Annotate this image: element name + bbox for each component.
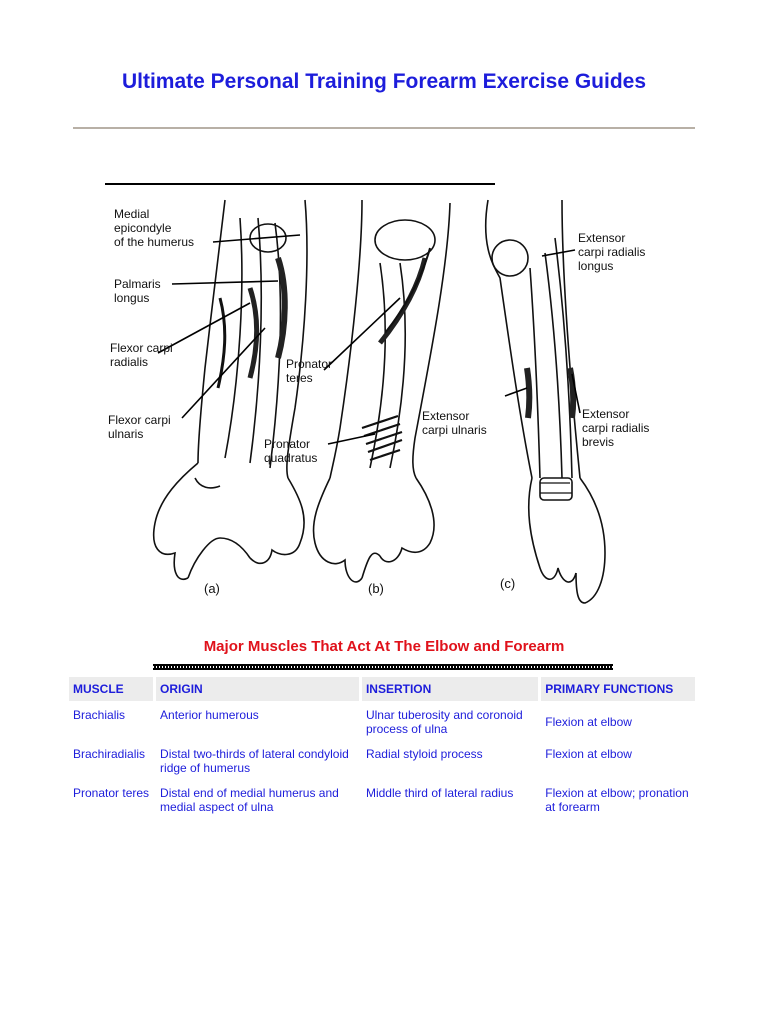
- header-primary-functions: PRIMARY FUNCTIONS: [541, 677, 695, 701]
- forearm-anatomy-svg: Medial epicondyle of the humerus Palmari…: [105, 183, 649, 604]
- label-ecr-brevis-1: Extensor: [582, 407, 629, 421]
- cell-functions: Flexion at elbow; pronation at forearm: [545, 786, 689, 814]
- cell-muscle: Pronator teres: [73, 786, 150, 800]
- dotted-divider: [153, 664, 613, 670]
- table-row: Brachialis Anterior humerous Ulnar tuber…: [69, 704, 695, 740]
- label-ecr-longus-3: longus: [578, 259, 613, 273]
- label-extensor-carpi-ulnaris-2: carpi ulnaris: [422, 423, 487, 437]
- panel-label-c: (c): [500, 576, 515, 591]
- section-subtitle: Major Muscles That Act At The Elbow and …: [203, 638, 565, 655]
- cell-muscle: Brachialis: [73, 708, 126, 722]
- label-flexor-carpi-ulnaris-1: Flexor carpi: [108, 413, 171, 427]
- arm-a-drawing: [153, 199, 308, 580]
- cell-origin: Distal two-thirds of lateral condyloid r…: [160, 747, 349, 775]
- panel-label-a: (a): [204, 581, 220, 596]
- header-muscle: MUSCLE: [69, 677, 154, 701]
- label-pronator-teres-2: teres: [286, 371, 313, 385]
- header-insertion: INSERTION: [361, 677, 539, 701]
- arm-b-drawing: [312, 199, 451, 583]
- label-palmaris-longus-1: Palmaris: [114, 277, 161, 291]
- table-row: Brachiradialis Distal two-thirds of late…: [69, 743, 695, 779]
- label-pronator-quadratus-1: Pronator: [264, 437, 310, 451]
- page-title: Ultimate Personal Training Forearm Exerc…: [121, 70, 647, 93]
- cell-insertion: Ulnar tuberosity and coronoid process of…: [365, 708, 523, 736]
- label-medial-epicondyle-1: Medial: [114, 207, 149, 221]
- label-flexor-carpi-radialis-2: radialis: [110, 355, 148, 369]
- panel-label-b: (b): [368, 581, 384, 596]
- cell-insertion: Radial styloid process: [365, 747, 483, 761]
- label-ecr-longus-1: Extensor: [578, 231, 625, 245]
- label-palmaris-longus-2: longus: [114, 291, 149, 305]
- label-pronator-quadratus-2: quadratus: [264, 451, 317, 465]
- label-pronator-teres-1: Pronator: [286, 357, 332, 371]
- cell-insertion: Middle third of lateral radius: [365, 786, 514, 800]
- label-medial-epicondyle-2: epicondyle: [114, 221, 172, 235]
- cell-functions: Flexion at elbow: [545, 747, 632, 761]
- horizontal-divider: [73, 127, 695, 129]
- cell-origin: Distal end of medial humerus and medial …: [160, 786, 339, 814]
- forearm-anatomy-illustration: Medial epicondyle of the humerus Palmari…: [100, 178, 665, 608]
- label-ecr-brevis-3: brevis: [582, 435, 614, 449]
- label-medial-epicondyle-3: of the humerus: [114, 235, 194, 249]
- arm-c-drawing: [484, 199, 606, 604]
- muscles-table: MUSCLE ORIGIN INSERTION PRIMARY FUNCTION…: [66, 674, 698, 821]
- table-row: Pronator teres Distal end of medial hume…: [69, 782, 695, 818]
- header-origin: ORIGIN: [156, 677, 359, 701]
- label-ecr-brevis-2: carpi radialis: [582, 421, 649, 435]
- label-flexor-carpi-radialis-1: Flexor carpi: [110, 341, 173, 355]
- label-flexor-carpi-ulnaris-2: ulnaris: [108, 427, 143, 441]
- label-ecr-longus-2: carpi radialis: [578, 245, 645, 259]
- label-extensor-carpi-ulnaris-1: Extensor: [422, 409, 469, 423]
- table-header-row: MUSCLE ORIGIN INSERTION PRIMARY FUNCTION…: [69, 677, 695, 701]
- cell-functions: Flexion at elbow: [545, 715, 632, 729]
- cell-muscle: Brachiradialis: [73, 747, 146, 761]
- cell-origin: Anterior humerous: [160, 708, 259, 722]
